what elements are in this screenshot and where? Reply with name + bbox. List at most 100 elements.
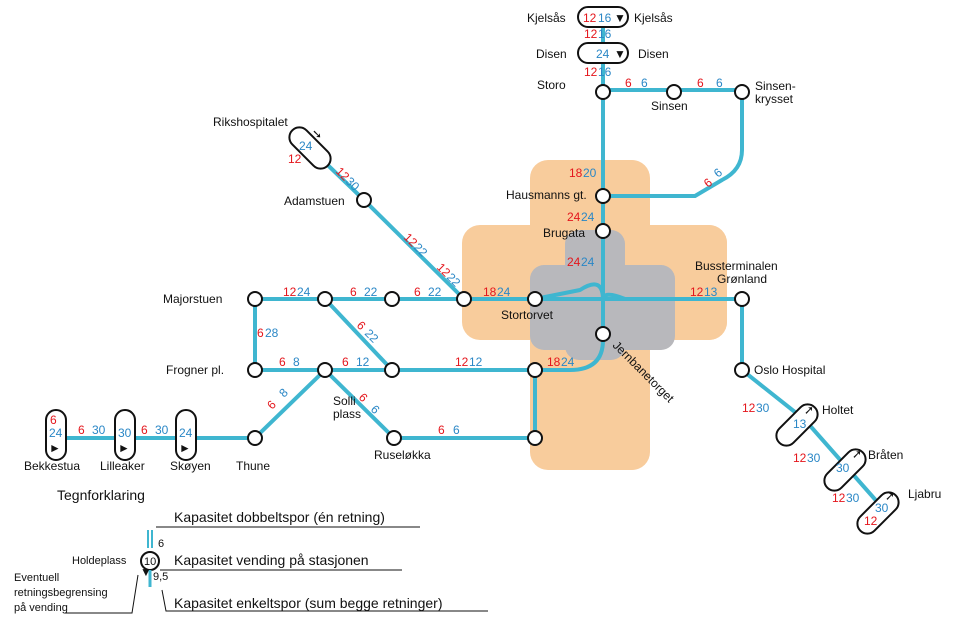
- station-sinsenkrysset-2: krysset: [755, 92, 794, 106]
- station-bussterminalen-1: Bussterminalen: [695, 259, 778, 273]
- svg-text:6: 6: [641, 76, 648, 90]
- svg-text:24: 24: [497, 285, 511, 299]
- station-markers: [247, 84, 750, 446]
- svg-text:18: 18: [547, 355, 561, 369]
- station-rikshospitalet: Rikshospitalet: [213, 115, 288, 129]
- svg-text:30: 30: [756, 401, 770, 415]
- station-disen-left: Disen: [536, 47, 567, 61]
- legend-example-turn: 10: [144, 556, 156, 568]
- svg-text:13: 13: [704, 285, 718, 299]
- svg-text:6: 6: [342, 355, 349, 369]
- station-solli-2: plass: [333, 407, 361, 421]
- svg-text:12: 12: [793, 451, 807, 465]
- svg-text:6: 6: [716, 76, 723, 90]
- legend-example-double: 6: [158, 538, 164, 550]
- svg-text:12: 12: [469, 355, 483, 369]
- station-stortorvet: Stortorvet: [501, 308, 554, 322]
- holtet-term-value: 13: [793, 417, 807, 431]
- legend-stop-label: Holdeplass: [72, 555, 127, 567]
- svg-text:24: 24: [567, 255, 581, 269]
- legend-direction-arrow-icon: ▼: [140, 565, 152, 579]
- station-bussterminalen-2: Grønland: [717, 272, 767, 286]
- station-frogner: Frogner pl.: [166, 363, 224, 377]
- station-hausmanns: Hausmanns gt.: [506, 188, 587, 202]
- down-arrow-icon: ▼: [614, 47, 626, 61]
- station-adamstuen: Adamstuen: [284, 194, 345, 208]
- legend-turning: Kapasitet vending på stasjonen: [174, 552, 369, 568]
- station-disen-right: Disen: [638, 47, 669, 61]
- svg-text:16: 16: [598, 65, 612, 79]
- station-oslo-hospital: Oslo Hospital: [754, 363, 825, 377]
- terminal-ljabru: [856, 491, 900, 535]
- svg-text:18: 18: [483, 285, 497, 299]
- legend-title: Tegnforklaring: [57, 487, 145, 503]
- right-arrow-icon: ►: [49, 441, 61, 455]
- svg-text:6: 6: [264, 397, 279, 412]
- svg-text:30: 30: [92, 423, 106, 437]
- arrow-icon: ➘: [312, 127, 322, 141]
- svg-text:30: 30: [155, 423, 169, 437]
- svg-text:6: 6: [257, 326, 264, 340]
- terminal-skoyen: 24 ►: [175, 409, 197, 461]
- svg-text:24: 24: [596, 47, 610, 61]
- svg-text:8: 8: [293, 355, 300, 369]
- svg-text:24: 24: [581, 255, 595, 269]
- svg-text:6: 6: [438, 423, 445, 437]
- svg-text:30: 30: [846, 491, 860, 505]
- svg-text:6: 6: [279, 355, 286, 369]
- svg-text:12: 12: [455, 355, 469, 369]
- svg-text:6: 6: [141, 423, 148, 437]
- down-arrow-icon: ▼: [614, 11, 626, 25]
- svg-text:24: 24: [567, 210, 581, 224]
- terminal-braten: [823, 448, 867, 492]
- station-kjelsas-right: Kjelsås: [634, 11, 673, 25]
- terminal-rikshospitalet: [288, 126, 332, 170]
- right-arrow-icon: ►: [179, 441, 191, 455]
- terminal-bekkestua: 6 24 ►: [45, 409, 67, 461]
- arrow-icon: ➚: [885, 489, 895, 503]
- riks-term-blue: 24: [299, 139, 313, 153]
- svg-text:6: 6: [50, 413, 57, 427]
- terminal-holtet: [775, 403, 819, 447]
- svg-text:12: 12: [583, 11, 597, 25]
- svg-text:6: 6: [350, 285, 357, 299]
- station-sinsenkrysset-1: Sinsen-: [755, 79, 796, 93]
- terminal-kjelsas: 12 16 ▼: [577, 6, 629, 28]
- arrow-icon: ➚: [804, 403, 814, 417]
- ljabru-term-red: 12: [864, 514, 878, 528]
- svg-text:6: 6: [701, 175, 715, 190]
- station-sinsen: Sinsen: [651, 99, 688, 113]
- station-skoyen: Skøyen: [170, 459, 211, 473]
- svg-text:24: 24: [297, 285, 311, 299]
- svg-text:24: 24: [49, 426, 63, 440]
- legend-double-track: Kapasitet dobbeltspor (én retning): [174, 509, 385, 525]
- legend-direction-note-2: retningsbegrensing: [14, 587, 108, 599]
- legend-example-single: 9,5: [153, 571, 168, 583]
- svg-text:24: 24: [179, 426, 193, 440]
- legend-single-track: Kapasitet enkeltspor (sum begge retninge…: [174, 595, 442, 611]
- station-kjelsas-left: Kjelsås: [527, 11, 566, 25]
- svg-text:12: 12: [690, 285, 704, 299]
- svg-text:30: 30: [118, 426, 132, 440]
- braten-term-value: 30: [836, 461, 850, 475]
- svg-text:24: 24: [581, 210, 595, 224]
- svg-text:12: 12: [742, 401, 756, 415]
- svg-text:12: 12: [584, 65, 598, 79]
- station-majorstuen: Majorstuen: [163, 292, 222, 306]
- svg-text:22: 22: [428, 285, 442, 299]
- svg-text:20: 20: [583, 166, 597, 180]
- station-braten: Bråten: [868, 448, 903, 462]
- svg-text:6: 6: [414, 285, 421, 299]
- terminal-disen: 24 ▼: [577, 42, 629, 64]
- legend: Tegnforklaring 10 6 9,5 ▼ Holdeplass Eve…: [14, 487, 488, 614]
- right-arrow-icon: ►: [118, 441, 130, 455]
- svg-text:28: 28: [265, 326, 279, 340]
- station-solli-1: Solli: [333, 394, 356, 408]
- svg-text:6: 6: [625, 76, 632, 90]
- svg-text:6: 6: [697, 76, 704, 90]
- station-thune: Thune: [236, 459, 270, 473]
- svg-text:24: 24: [561, 355, 575, 369]
- svg-text:18: 18: [569, 166, 583, 180]
- svg-text:12: 12: [832, 491, 846, 505]
